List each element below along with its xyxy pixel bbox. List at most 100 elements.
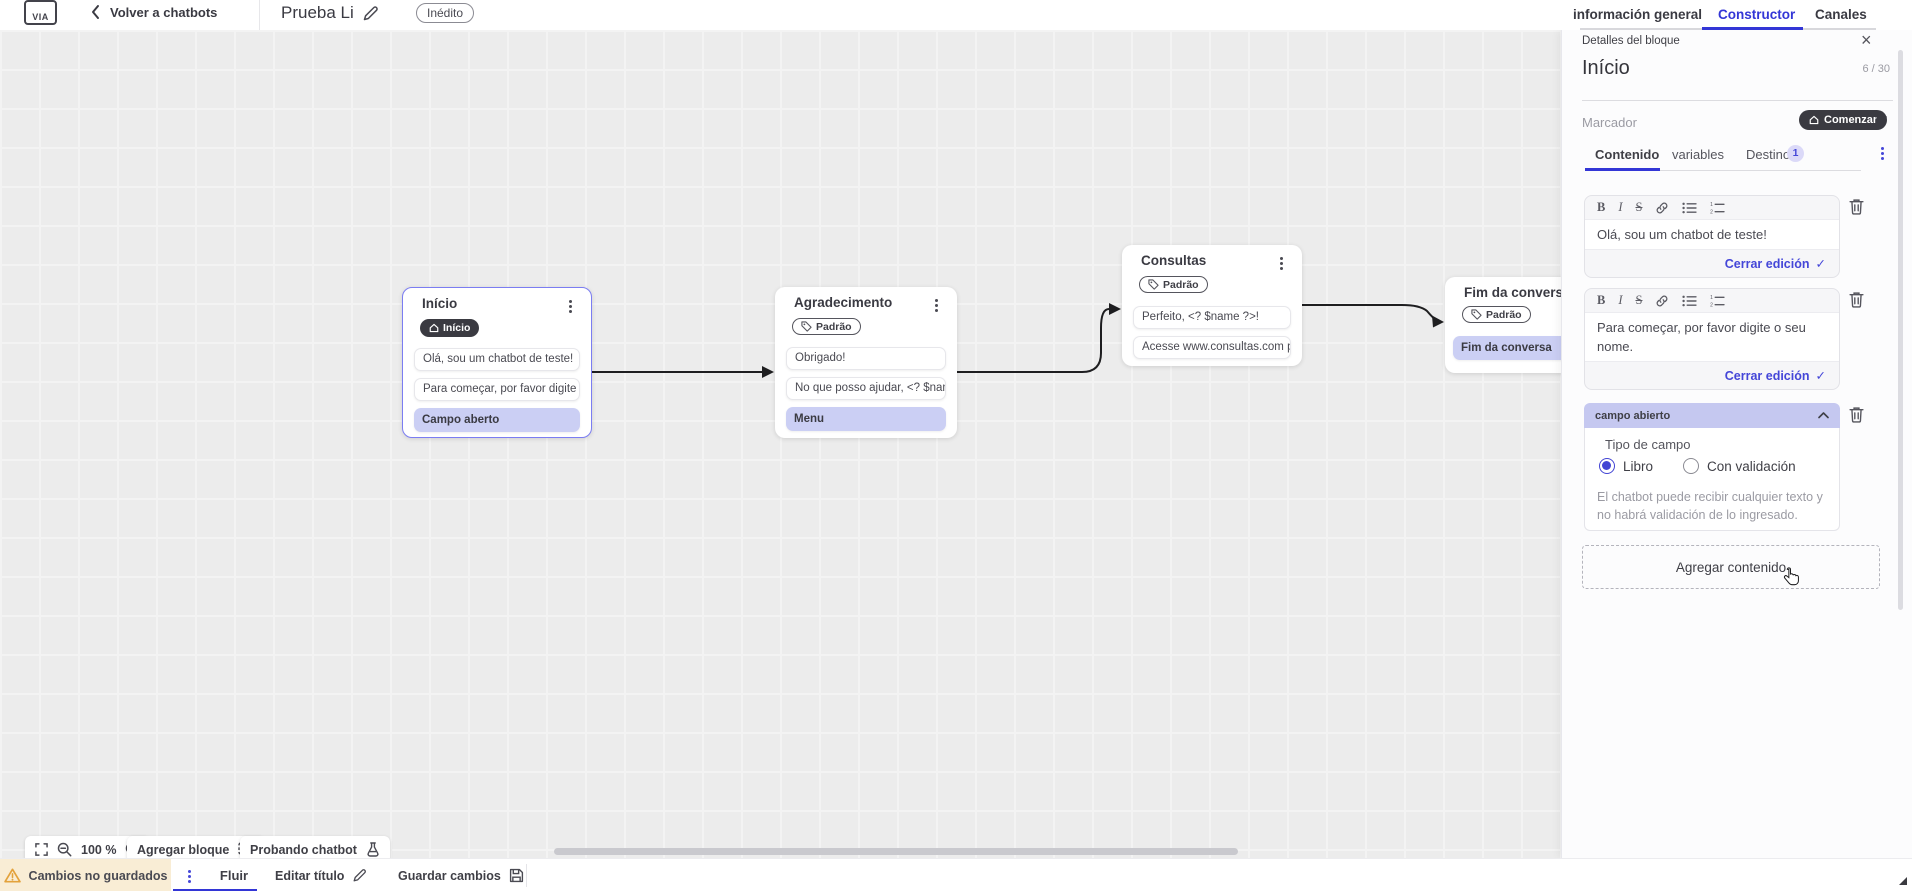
block-field-item[interactable]: Campo aberto (414, 408, 580, 432)
header-divider (259, 0, 260, 30)
trash-icon[interactable] (1849, 198, 1864, 215)
tabs-active-indicator (1702, 27, 1803, 30)
chatbot-title[interactable]: Prueba Li (281, 3, 354, 22)
block-agradecimento[interactable]: Agradecimento Padrão Obrigado! No que po… (775, 287, 957, 438)
tab-canales[interactable]: Canales (1815, 7, 1867, 22)
edit-title-button[interactable]: Editar título (275, 859, 367, 891)
strikethrough-icon[interactable]: S (1635, 293, 1643, 307)
unsaved-changes-alert: Cambios no guardados (0, 859, 171, 891)
open-field-section-header[interactable]: campo abierto (1584, 403, 1840, 428)
title-underline (1582, 100, 1893, 101)
close-edit-button[interactable]: Cerrar edición (1724, 368, 1810, 383)
badge-label: Início (443, 322, 471, 334)
bullet-list-icon[interactable] (1682, 202, 1698, 214)
message-text[interactable]: Olá, sou um chatbot de teste! (1585, 219, 1839, 250)
panel-menu-kebab-icon[interactable] (1875, 144, 1889, 162)
test-chatbot-button[interactable]: Probando chatbot (240, 836, 390, 858)
link-icon[interactable] (1655, 294, 1669, 308)
block-message-item[interactable]: Perfeito, <? $name ?>! (1133, 306, 1291, 329)
home-icon (429, 323, 439, 333)
panel-tabs-rule (1585, 170, 1861, 171)
tab-contenido[interactable]: Contenido (1595, 147, 1660, 162)
canvas-horizontal-scrollbar[interactable] (554, 848, 1238, 855)
block-end-item[interactable]: Fim da conversa (1453, 336, 1561, 360)
radio-con-validacion[interactable] (1683, 458, 1700, 474)
block-type-badge: Padrão (792, 318, 861, 335)
add-content-button[interactable]: Agregar contenido (1582, 545, 1880, 589)
chevron-down-icon[interactable] (1876, 116, 1887, 123)
chevron-up-icon[interactable] (1818, 412, 1829, 419)
block-name-input[interactable]: Início (1582, 57, 1630, 79)
italic-icon[interactable]: I (1618, 293, 1623, 307)
save-changes-button[interactable]: Guardar cambios (398, 859, 524, 891)
block-message-item[interactable]: Acesse www.consultas.com par... (1133, 336, 1291, 359)
field-help-text: El chatbot puede recibir cualquier texto… (1597, 490, 1823, 522)
block-message-item[interactable]: Olá, sou um chatbot de teste! (414, 348, 580, 371)
close-icon[interactable]: × (1861, 30, 1872, 50)
link-icon[interactable] (1655, 201, 1669, 215)
open-field-section-body: Tipo de campo Libro Con validación El ch… (1584, 428, 1840, 531)
tab-fluir[interactable]: Fluir (219, 868, 249, 883)
field-type-options: Libro Con validación (1599, 458, 1796, 474)
bullet-list-icon[interactable] (1682, 295, 1698, 307)
block-message-item[interactable]: No que posso ajudar, <? $name ... (786, 377, 946, 400)
strikethrough-icon[interactable]: S (1635, 200, 1643, 214)
top-header: VIA Volver a chatbots Prueba Li Inédito … (0, 0, 1912, 30)
bottom-bar-divider (526, 864, 527, 887)
flask-icon (366, 842, 380, 857)
close-edit-button[interactable]: Cerrar edición (1724, 256, 1810, 271)
block-type-badge: Padrão (1462, 306, 1531, 323)
field-type-label: Tipo de campo (1605, 437, 1691, 452)
edit-title-pencil-icon[interactable] (362, 5, 379, 22)
italic-icon[interactable]: I (1618, 200, 1623, 214)
svg-text:1: 1 (1711, 295, 1714, 301)
unsaved-changes-label: Cambios no guardados (28, 868, 168, 883)
flow-menu-kebab-icon[interactable] (182, 867, 196, 885)
block-menu-item[interactable]: Menu (786, 407, 946, 431)
trash-icon[interactable] (1849, 406, 1864, 423)
tab-destino[interactable]: Destino (1746, 147, 1791, 162)
tag-icon (1148, 279, 1159, 290)
flow-canvas[interactable]: Início Início Olá, sou um chatbot de tes… (0, 30, 1561, 858)
block-start-badge: Início (420, 319, 480, 337)
app-logo: VIA (24, 0, 57, 25)
zoom-out-icon[interactable] (57, 842, 72, 857)
tag-icon (1471, 309, 1482, 320)
block-fim-da-conversa[interactable]: Fim da conversa Padrão Fim da conversa (1445, 277, 1561, 373)
editor-footer: Cerrar edición ✓ (1585, 362, 1839, 389)
block-message-item[interactable]: Para começar, por favor digite o ... (414, 378, 580, 401)
save-changes-label: Guardar cambios (398, 868, 501, 883)
pencil-icon (353, 869, 367, 882)
tab-constructor[interactable]: Constructor (1718, 7, 1796, 22)
editor-footer: Cerrar edición ✓ (1585, 250, 1839, 277)
marker-value-pill[interactable]: Comenzar (1799, 110, 1888, 130)
char-counter: 6 / 30 (1862, 63, 1890, 75)
radio-libro-label[interactable]: Libro (1623, 458, 1654, 474)
svg-text:2: 2 (1711, 209, 1714, 213)
message-text[interactable]: Para começar, por favor digite o seu nom… (1585, 312, 1839, 362)
tab-informacion-general[interactable]: información general (1573, 7, 1703, 22)
block-menu-kebab-icon[interactable] (1274, 255, 1288, 271)
tab-variables[interactable]: variables (1672, 147, 1725, 162)
radio-libro[interactable] (1599, 458, 1615, 474)
fluir-active-indicator (173, 889, 257, 891)
bold-icon[interactable]: B (1597, 293, 1606, 307)
bold-icon[interactable]: B (1597, 200, 1606, 214)
back-to-chatbots-button[interactable]: Volver a chatbots (90, 4, 217, 20)
badge-label: Padrão (1486, 308, 1522, 321)
block-consultas[interactable]: Consultas Padrão Perfeito, <? $name ?>! … (1122, 245, 1302, 366)
block-inicio[interactable]: Início Início Olá, sou um chatbot de tes… (402, 287, 592, 438)
block-message-item[interactable]: Obrigado! (786, 347, 946, 370)
trash-icon[interactable] (1849, 291, 1864, 308)
check-icon: ✓ (1815, 369, 1826, 383)
fit-screen-icon[interactable] (35, 843, 48, 856)
block-menu-kebab-icon[interactable] (563, 298, 577, 314)
block-menu-kebab-icon[interactable] (929, 297, 943, 313)
radio-con-validacion-label[interactable]: Con validación (1707, 458, 1796, 474)
panel-scrollbar[interactable] (1898, 50, 1903, 610)
